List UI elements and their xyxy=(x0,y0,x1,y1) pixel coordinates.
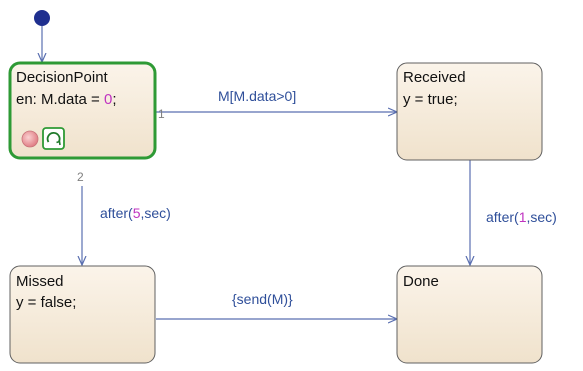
state-name: DecisionPoint xyxy=(16,69,109,86)
transition-received-to-done[interactable]: after(1,sec) xyxy=(470,160,557,265)
state-action: en: M.data = 0; xyxy=(16,91,117,108)
transition-label: after(5,sec) xyxy=(100,205,171,221)
state-decisionpoint[interactable]: DecisionPoint en: M.data = 0; xyxy=(8,61,157,160)
state-name: Missed xyxy=(16,273,64,290)
transition-order-2: 2 xyxy=(77,170,84,184)
state-missed[interactable]: Missed y = false; xyxy=(9,265,156,364)
transition-label: after(1,sec) xyxy=(486,209,557,225)
state-name: Done xyxy=(403,273,439,290)
default-transition[interactable] xyxy=(34,10,50,62)
state-action: y = false; xyxy=(16,294,76,311)
transition-missed-to-done[interactable]: {send(M)} xyxy=(156,291,397,319)
transition-decision-to-received[interactable]: 1 M[M.data>0] xyxy=(156,88,397,121)
transition-label: M[M.data>0] xyxy=(218,88,296,104)
state-received[interactable]: Received y = true; xyxy=(396,62,543,161)
breakpoint-icon[interactable] xyxy=(21,130,39,148)
state-action: y = true; xyxy=(403,91,458,108)
transition-label: {send(M)} xyxy=(232,291,293,307)
default-transition-dot-icon xyxy=(34,10,50,26)
state-done[interactable]: Done xyxy=(396,265,543,364)
loop-icon[interactable] xyxy=(42,127,65,150)
transition-decision-to-missed[interactable]: 2 after(5,sec) xyxy=(77,170,171,265)
state-name: Received xyxy=(403,69,466,86)
transition-order-1: 1 xyxy=(158,107,165,121)
